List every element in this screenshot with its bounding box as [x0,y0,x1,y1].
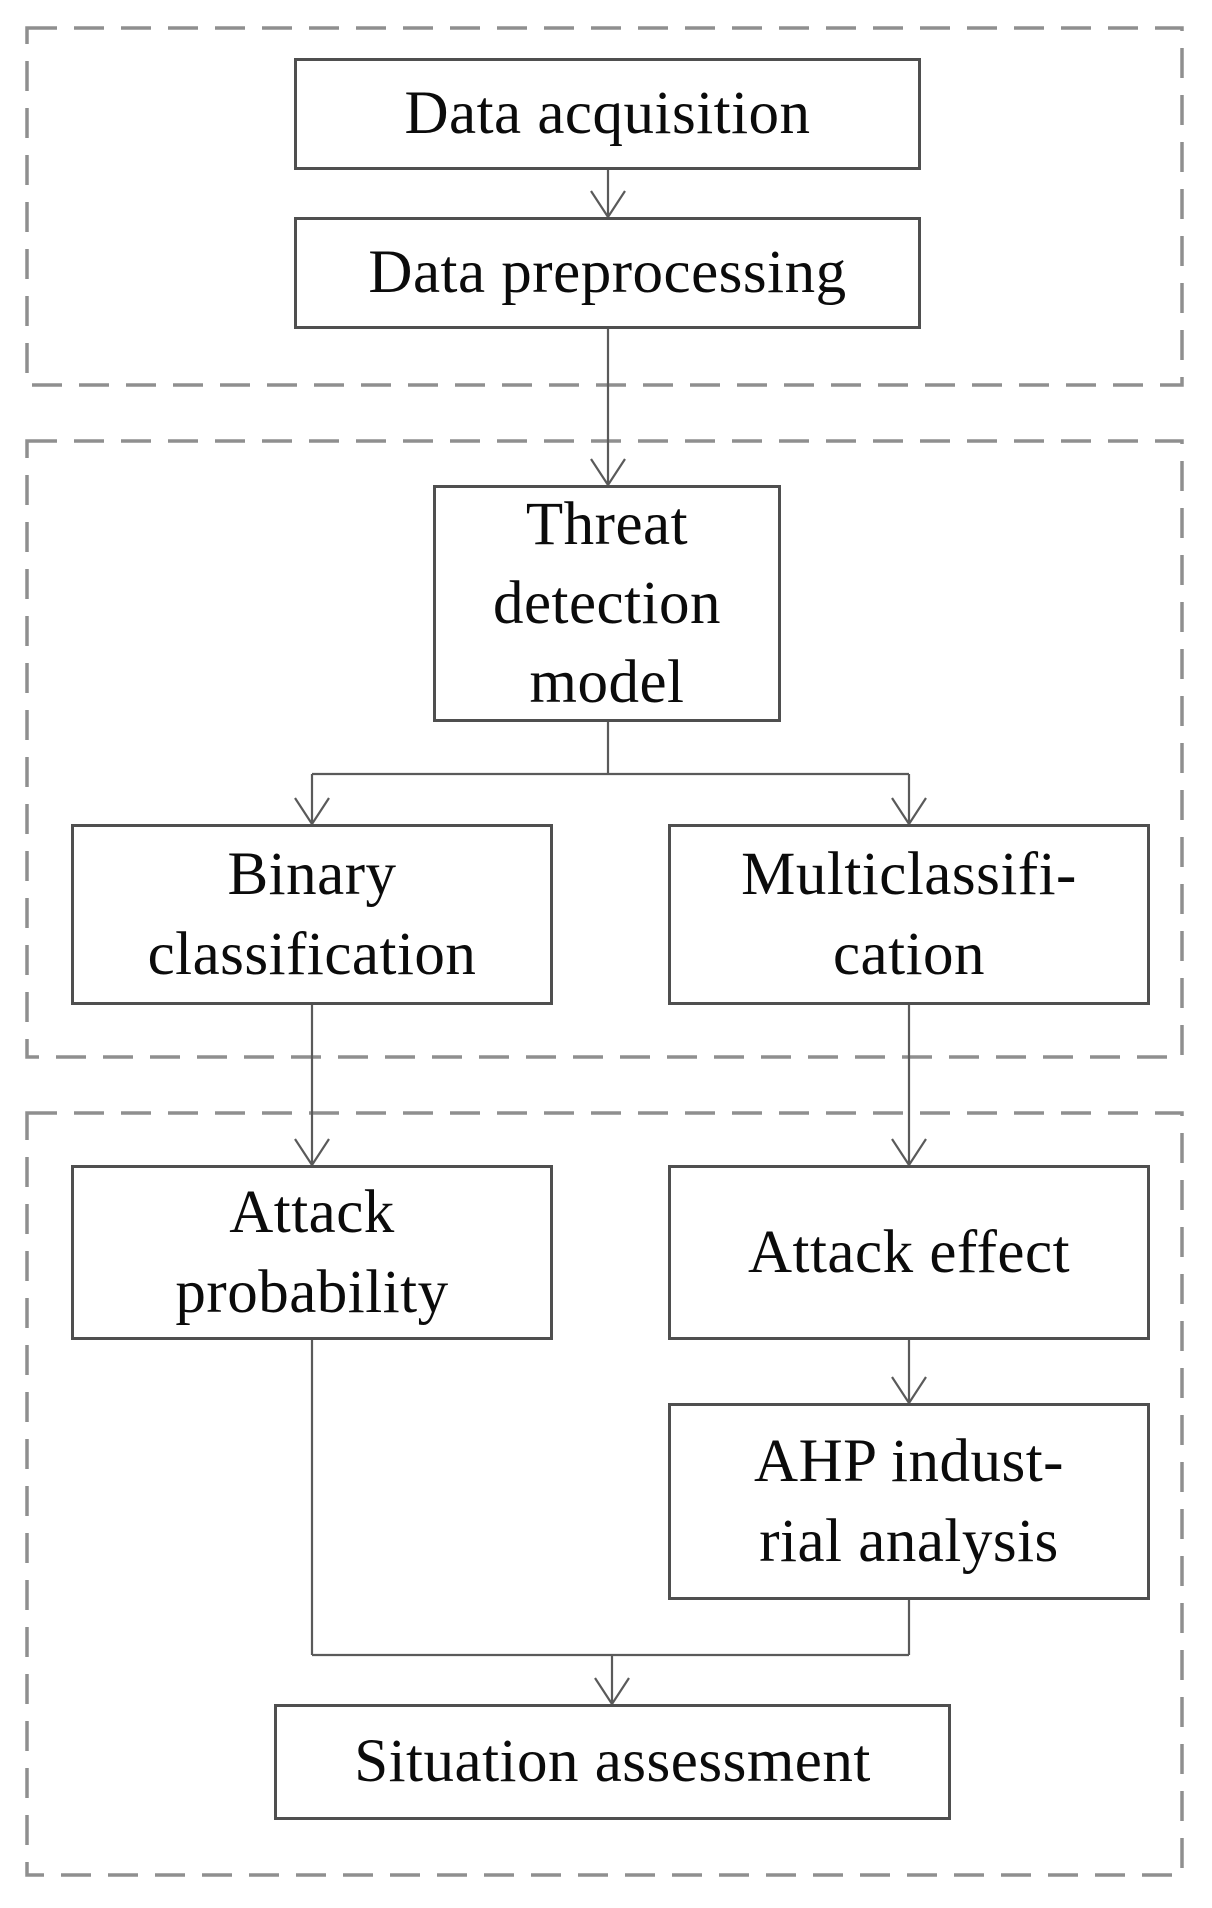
node-attack-effect: Attack effect [668,1165,1150,1340]
node-ahp-industrial-analysis: AHP indust- rial analysis [668,1403,1150,1600]
edge-preprocessing-to-threat-model [590,329,626,488]
node-situation-assessment: Situation assessment [274,1704,951,1820]
edge-attack-effect-to-ahp [891,1340,927,1406]
node-attack-probability: Attack probability [71,1165,553,1340]
node-data-acquisition: Data acquisition [294,58,921,170]
edge-merge-to-situation-assessment [310,1340,911,1707]
detection-stage-container [25,439,1184,1059]
edge-binary-to-attack-probability [294,1005,330,1168]
node-binary-classification: Binary classification [71,824,553,1005]
edge-acquisition-to-preprocessing [590,170,626,220]
node-data-preprocessing: Data preprocessing [294,217,921,329]
data-stage-container [25,26,1184,387]
edge-multi-to-attack-effect [891,1005,927,1168]
assessment-stage-container [25,1111,1184,1877]
node-threat-detection-model: Threat detection model [433,485,781,722]
edge-threat-model-split [294,722,927,827]
node-multiclassification: Multiclassifi- cation [668,824,1150,1005]
